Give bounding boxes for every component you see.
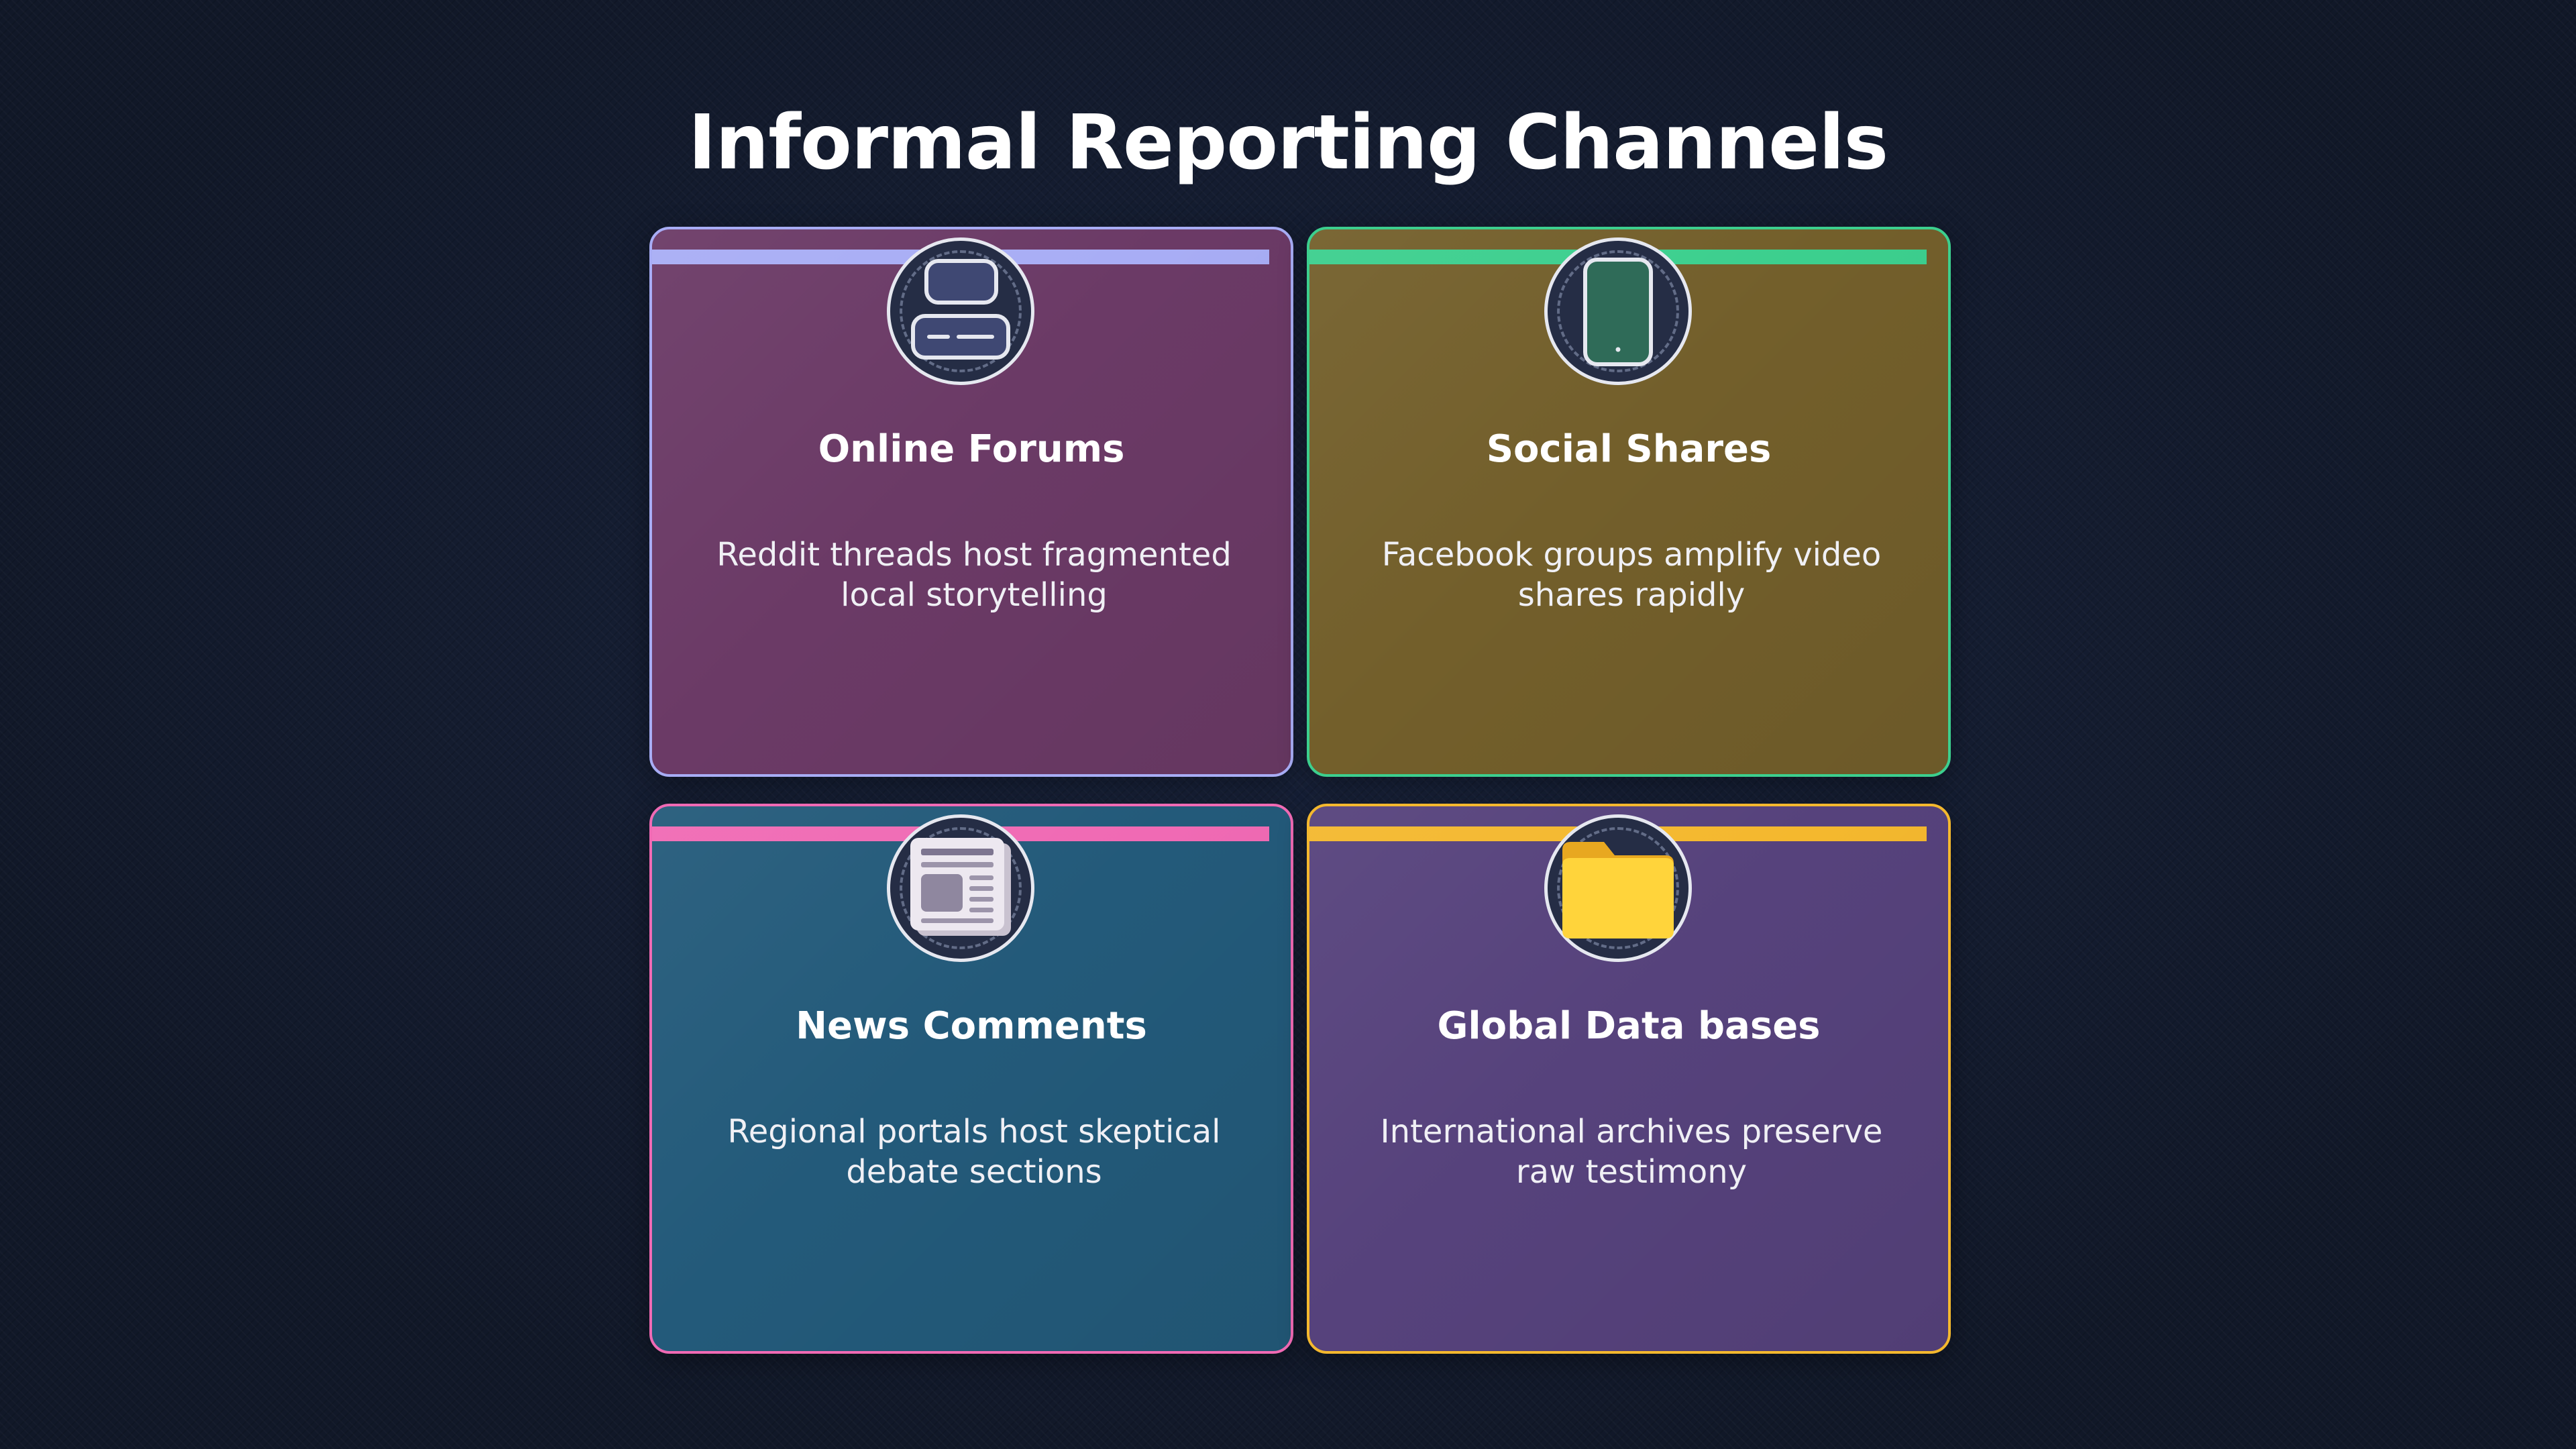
card-news-comments: News Comments Regional portals host skep… — [649, 804, 1293, 1354]
phone-icon — [1583, 258, 1653, 366]
card-online-forums: Online Forums Reddit threads host fragme… — [649, 227, 1293, 777]
card-social-shares: Social Shares Facebook groups amplify vi… — [1307, 227, 1951, 777]
newspaper-icon — [910, 838, 1011, 936]
forum-icon — [911, 259, 1010, 360]
card-global-databases: Global Data bases International archives… — [1307, 804, 1951, 1354]
folder-icon — [1562, 842, 1674, 938]
newspaper-icon-badge — [887, 814, 1034, 962]
folder-icon-badge — [1544, 814, 1692, 962]
card-description: Reddit threads host fragmented local sto… — [716, 536, 1232, 614]
forum-icon-badge — [887, 237, 1034, 385]
card-description: Facebook groups amplify video shares rap… — [1381, 536, 1882, 614]
phone-icon-badge — [1544, 237, 1692, 385]
card-title: Social Shares — [1486, 427, 1772, 471]
card-title: Online Forums — [818, 427, 1125, 471]
slide-title: Informal Reporting Channels — [688, 99, 1888, 186]
card-title: Global Data bases — [1437, 1004, 1821, 1048]
card-title: News Comments — [796, 1004, 1147, 1048]
card-description: Regional portals host skeptical debate s… — [727, 1113, 1221, 1191]
card-description: International archives preserve raw test… — [1380, 1113, 1883, 1191]
